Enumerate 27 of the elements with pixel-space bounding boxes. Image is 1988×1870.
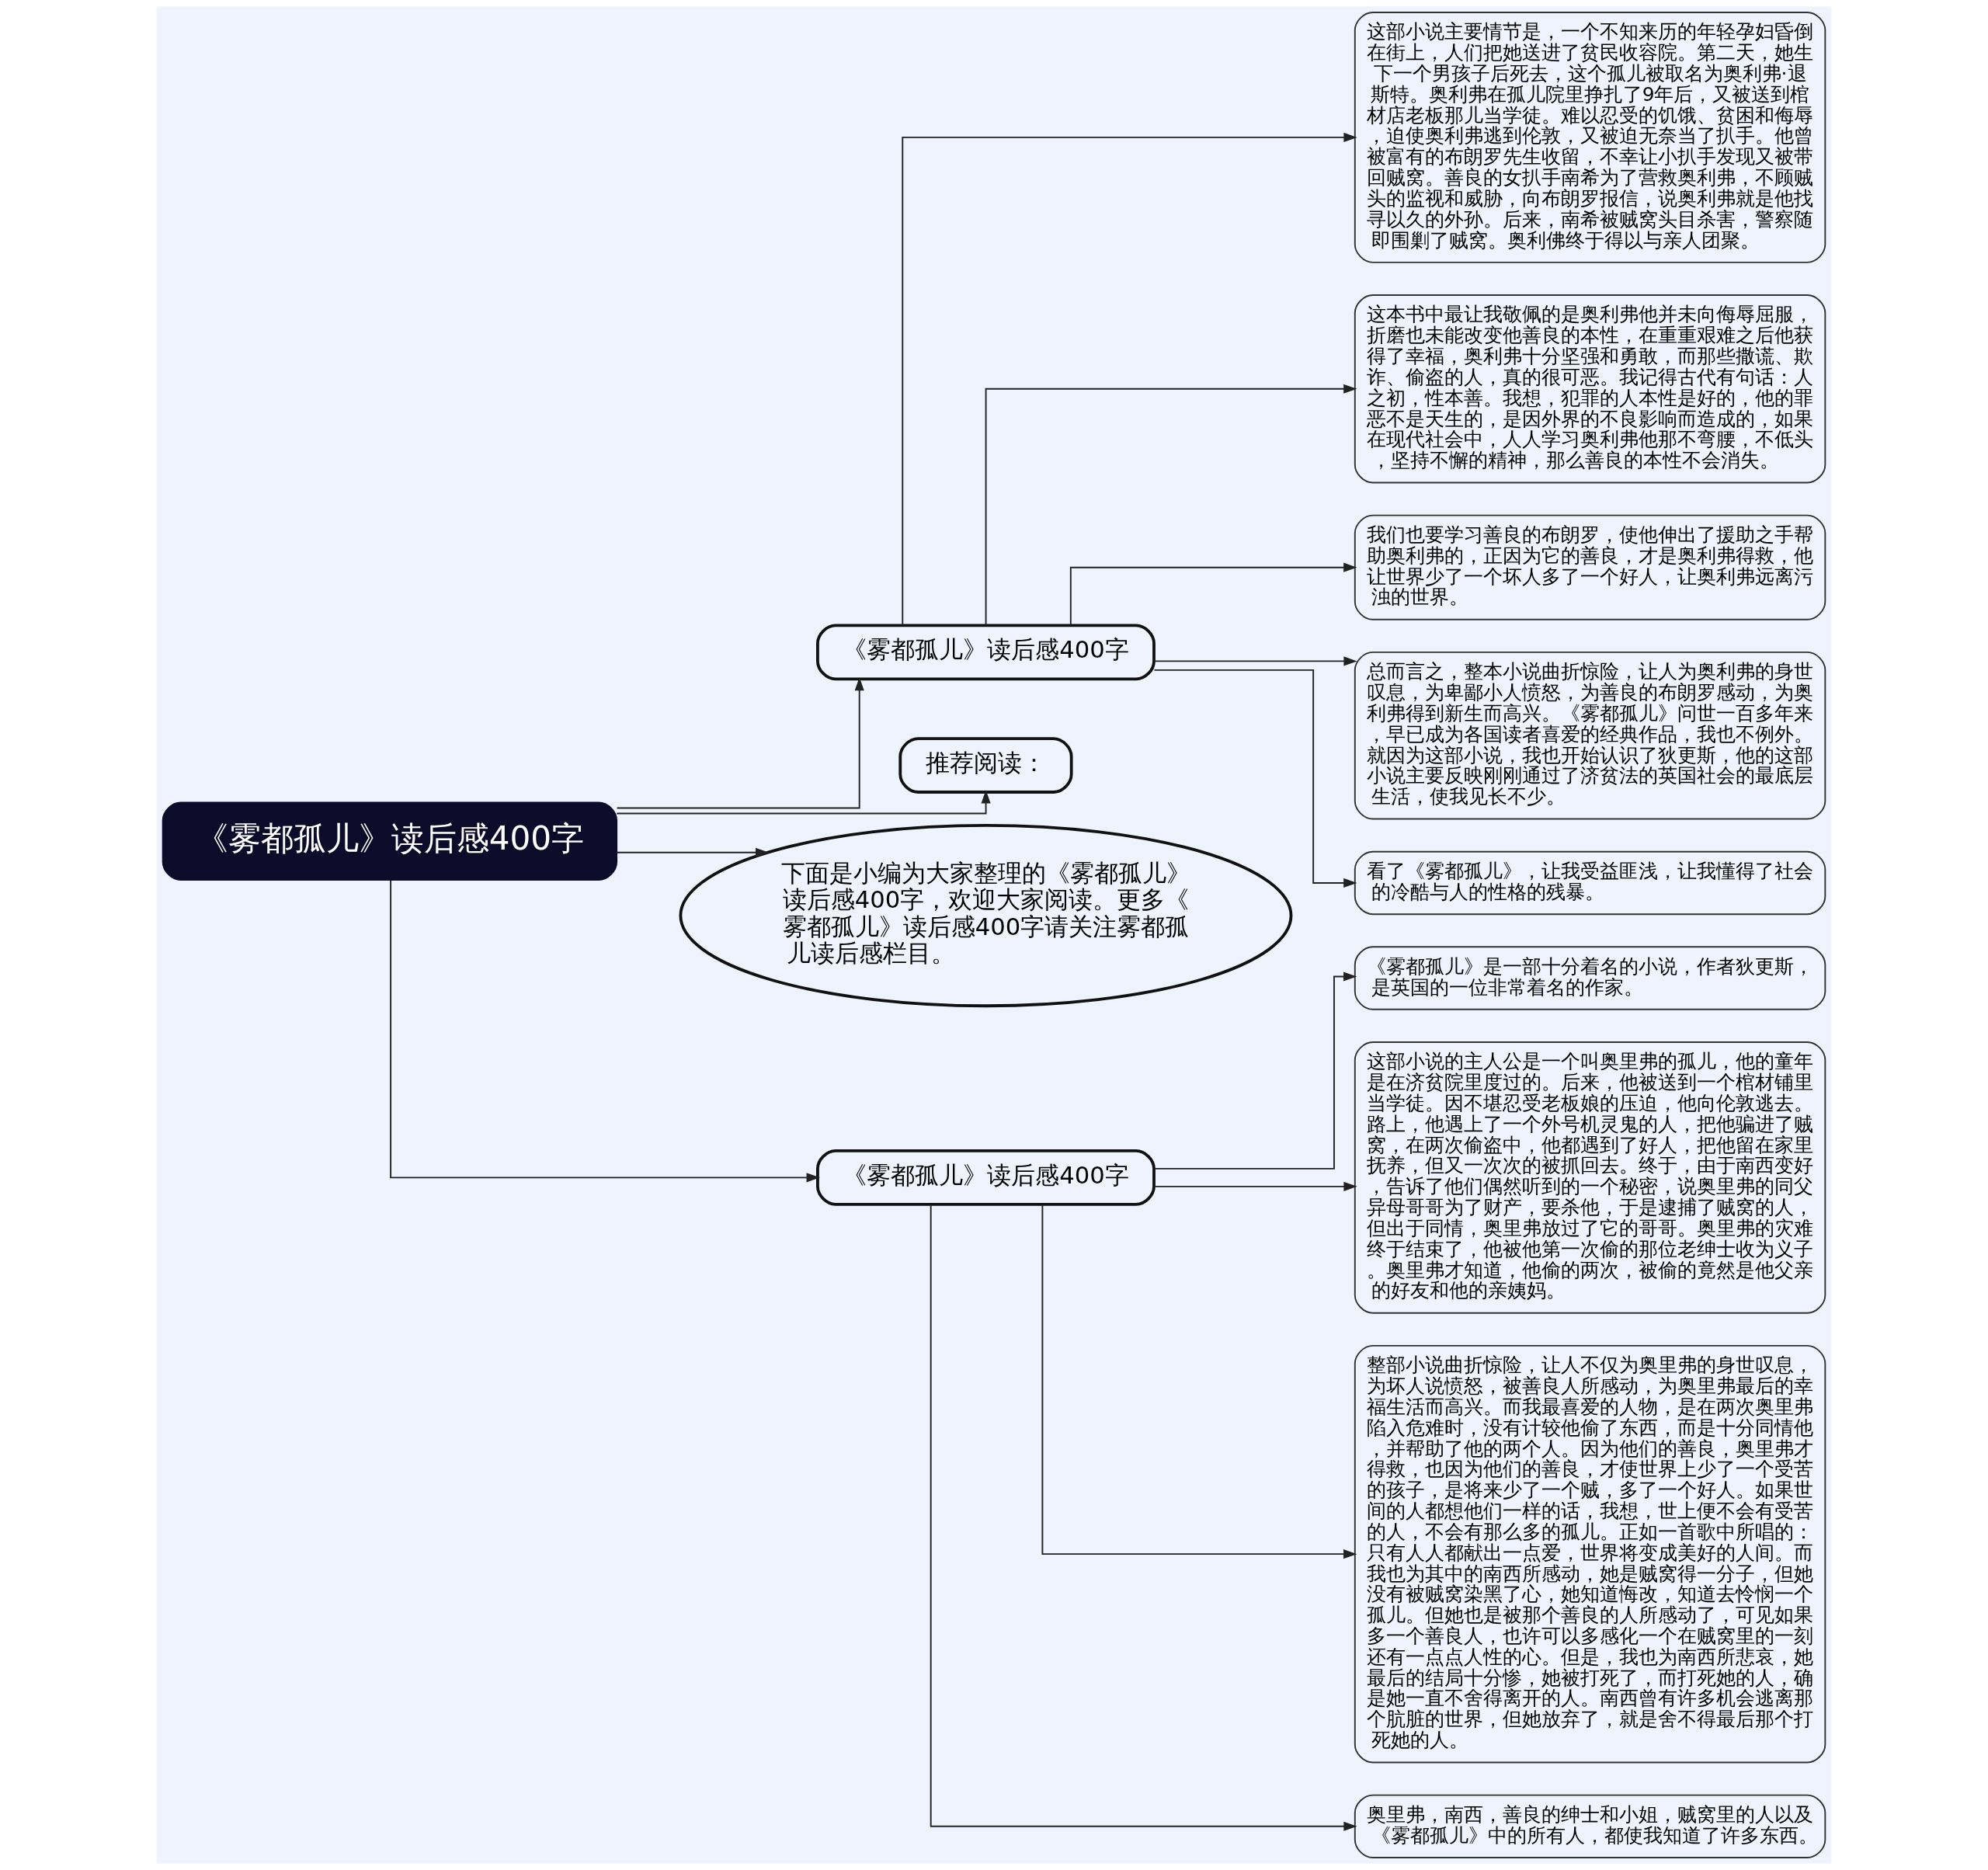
- node-box: 整部小说曲折惊险，让人不仅为奥里弗的身世叹息，为坏人说愤怒，被善良人所感动，为奥里弗最后的幸福生活而高兴。而我最喜爱的人物，是在两次奥里弗陷入危难时，没有计较他偷了东西，而是十分同情他，并帮助了他的两个人。因为他们的善良，奥里弗才得救，也因为他们的善良，才使世界上少了一个受苦的孩子，是将来少了一个贼，多了一个好人。如果世间的人都想他们一样的话，我想，世上便不会有受苦的人，不会有那么多的孤儿。正如一首歌中所唱的：只有人人都献出一点爱，世界将变成美好的人间。而我也为其中的南西所感动，她是贼窝得一分子，但她没有被贼窝染黑了心，她知道悔改，知道去怜悯一个孤儿。但她也是被那个善良的人所感动了，可见如果多一个善良人，也许可以多感化一个在贼窝里的一刻还有一点点人性的心。但是，我也为南西所悲哀，她最后的结局十分惨，她被打死了，而打死她的人，确是她一直不舍得离开的人。南西曾有许多机会逃离那个肮脏的世界，但她放弃了，就是舍不得最后那个打死她的人。: [1354, 1344, 1826, 1764]
- arrow: [390, 879, 820, 1183]
- node-box: 推荐阅读：: [898, 737, 1073, 794]
- node-box: 《雾都孤儿》读后感400字: [816, 624, 1156, 681]
- arrow: [616, 676, 864, 809]
- arrow: [902, 132, 1357, 627]
- node-box: 奥里弗，南西，善良的绅士和小姐，贼窝里的人以及《雾都孤儿》中的所有人，都使我知道了许多东西。: [1354, 1794, 1826, 1859]
- node-box: 这部小说的主人公是一个叫奥里弗的孤儿，他的童年是在济贫院里度过的。后来，他被送到一个棺材铺里当学徒。因不堪忍受老板娘的压迫，他向伦敦逃去。路上，他遇上了一个外号机灵鬼的人，把他骗进了贼窝，在两次偷盗中，他都遇到了好人，把他留在家里抚养，但又一次次的被抓回去。终于，由于南西变好，告诉了他们偶然听到的一个秘密，说奥里弗的同父异母哥哥为了财产，要杀他，于是逮捕了贼窝的人，但出于同情，奥里弗放过了它的哥哥。奥里弗的灾难终于结束了，他被他第一次偷的那位老绅士收为义子。奥里弗才知道，他偷的两次，被偷的竟然是他父亲的好友和他的亲姨妈。: [1354, 1041, 1826, 1314]
- node-box: 我们也要学习善良的布朗罗，使他伸出了援助之手帮助奥利弗的，正因为它的善良，才是奥利弗得救，他让世界少了一个坏人多了一个好人，让奥利弗远离污浊的世界。: [1354, 514, 1826, 620]
- arrow: [1041, 1204, 1357, 1559]
- arrow: [1069, 562, 1357, 627]
- node-box: 《雾都孤儿》读后感400字: [162, 801, 618, 881]
- arrow: [1153, 656, 1357, 666]
- node-box: 《雾都孤儿》读后感400字: [816, 1149, 1156, 1206]
- node-ellipse: 下面是小编为大家整理的《雾都孤儿》读后感400字，欢迎大家阅读。更多《雾都孤儿》读后感400字请关注雾都孤儿读后感栏目。: [679, 824, 1293, 1008]
- arrow: [1153, 971, 1357, 1170]
- arrow: [1153, 669, 1357, 888]
- node-box: 《雾都孤儿》是一部十分着名的小说，作者狄更斯，是英国的一位非常着名的作家。: [1354, 946, 1826, 1010]
- node-box: 看了《雾都孤儿》，让我受益匪浅，让我懂得了社会的冷酷与人的性格的残暴。: [1354, 850, 1826, 916]
- node-box: 这本书中最让我敬佩的是奥利弗他并未向侮辱屈服，折磨也未能改变他善良的本性，在重重艰难之后他获得了幸福，奥利弗十分坚强和勇敢，而那些撒谎、欺诈、偷盗的人，真的很可恶。我记得古代有句话：人之初，性本善。我想，犯罪的人本性是好的，他的罪恶不是天生的，是因外界的不良影响而造成的，如果在现代社会中，人人学习奥利弗他那不弯腰，不低头，坚持不懈的精神，那么善良的本性不会消失。: [1354, 294, 1826, 484]
- arrow: [1153, 1181, 1357, 1191]
- arrow: [616, 790, 991, 815]
- arrow: [930, 1204, 1357, 1831]
- node-box: 总而言之，整本小说曲折惊险，让人为奥利弗的身世叹息，为卑鄙小人愤怒，为善良的布朗罗感动，为奥利弗得到新生而高兴。《雾都孤儿》问世一百多年来，早已成为各国读者喜爱的经典作品，我也不例外。就因为这部小说，我也开始认识了狄更斯，他的这部小说主要反映刚刚通过了济贫法的英国社会的最底层生活，使我见长不少。: [1354, 651, 1826, 820]
- arrow: [985, 384, 1357, 626]
- node-box: 这部小说主要情节是，一个不知来历的年轻孕妇昏倒在街上，人们把她送进了贫民收容院。第二天，她生下一个男孩子后死去，这个孤儿被取名为奥利弗·退斯特。奥利弗在孤儿院里挣扎了9年后，又被送到棺材店老板那儿当学徒。难以忍受的饥饿、贫困和侮辱，迫使奥利弗逃到伦敦，又被迫无奈当了扒手。他曾被富有的布朗罗先生收留，不幸让小扒手发现又被带回贼窝。善良的女扒手南希为了营救奥利弗，不顾贼头的监视和威胁，向布朗罗报信，说奥利弗就是他找寻以久的外孙。后来，南希被贼窝头目杀害，警察随即围剿了贼窝。奥利佛终于得以与亲人团聚。: [1354, 11, 1826, 263]
- arrow: [616, 847, 770, 857]
